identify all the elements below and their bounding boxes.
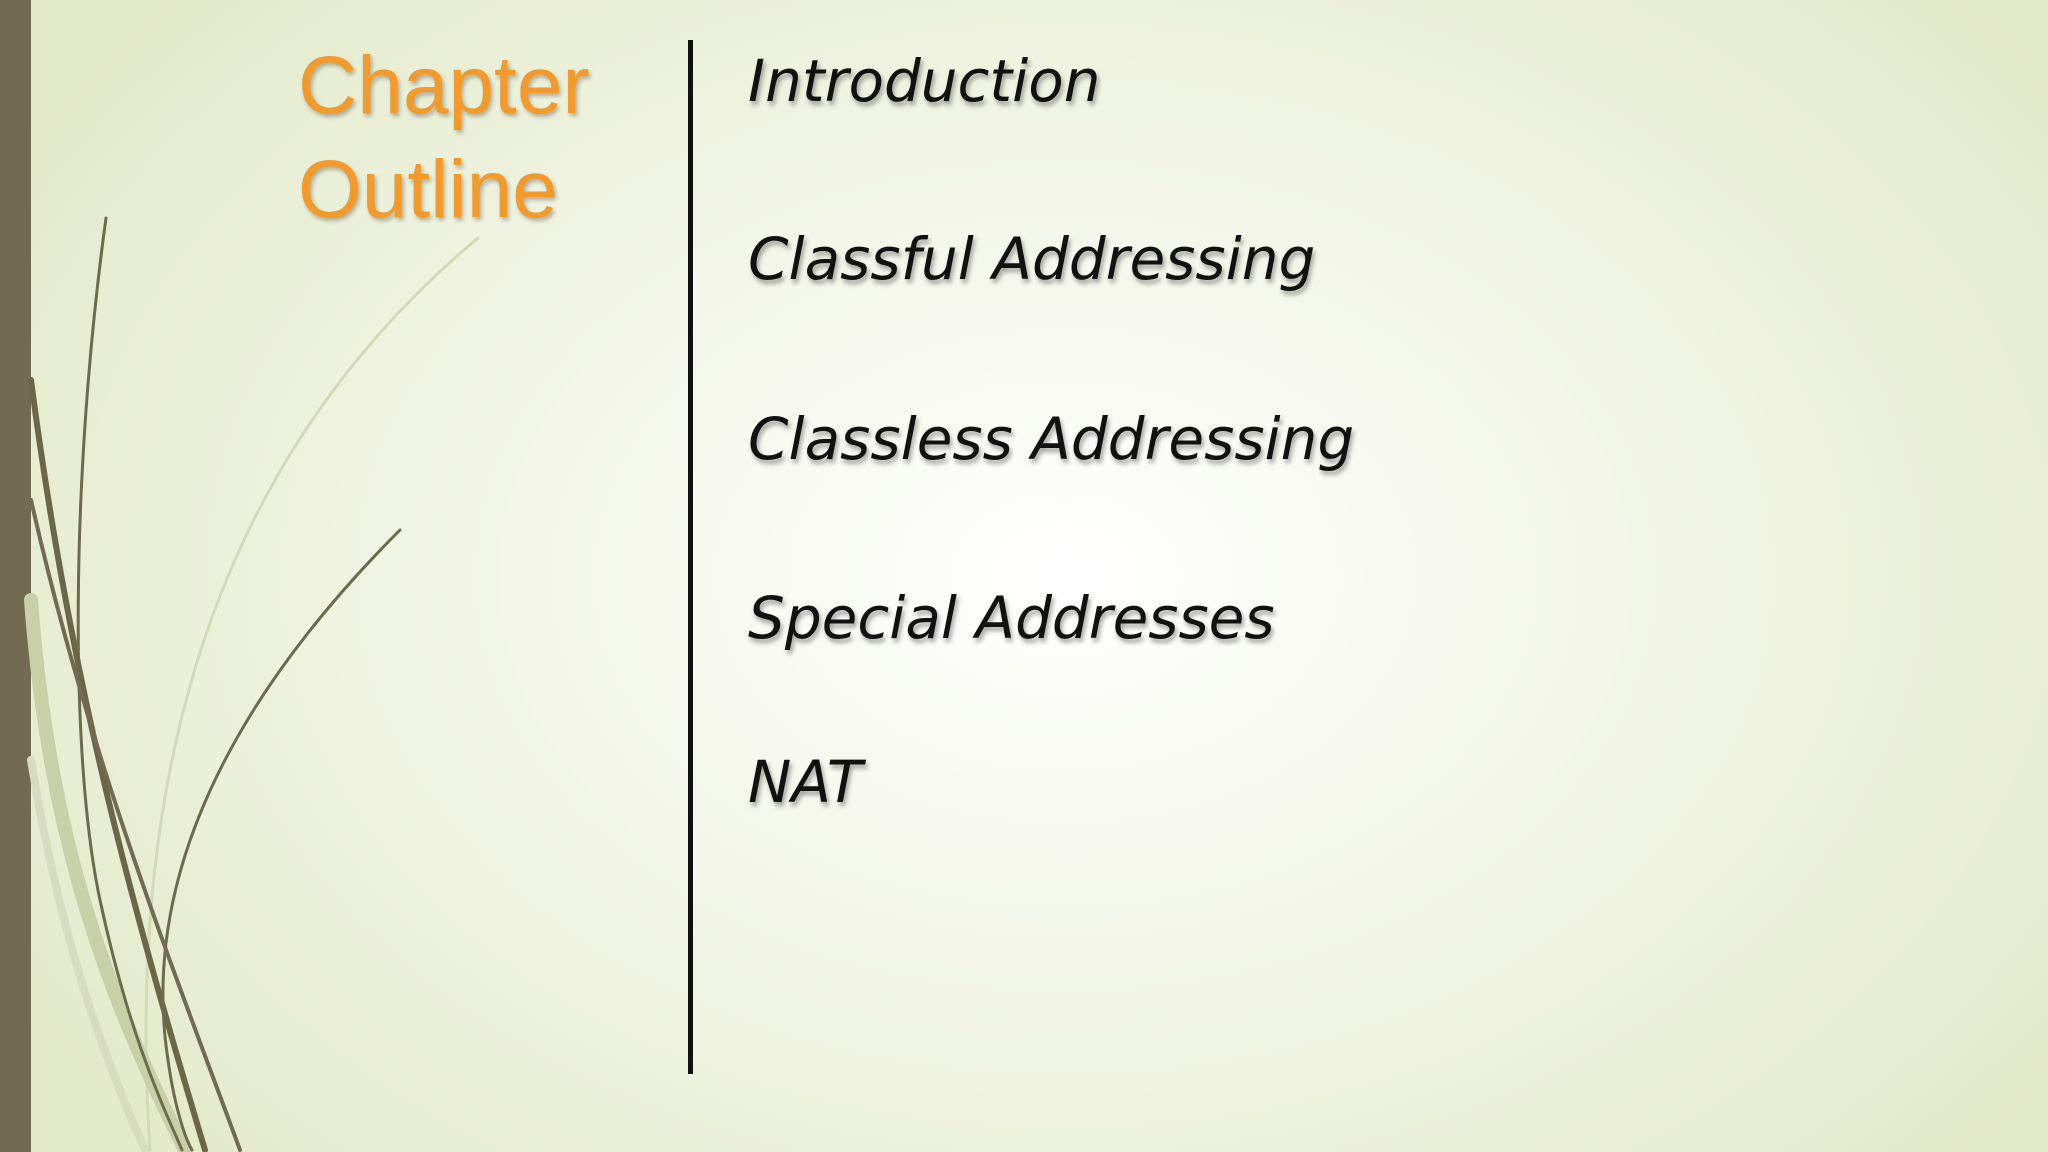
swoosh-dark-3: [161, 528, 402, 1152]
outline-item-special-addresses: Special Addresses: [748, 584, 1275, 652]
outline-item-classful-addressing: Classful Addressing: [748, 225, 1316, 293]
outline-item-nat: NAT: [748, 748, 863, 816]
swoosh-dark-2: [28, 377, 208, 1152]
swoosh-pale-1: [144, 236, 480, 1152]
outline-item-introduction: Introduction: [748, 47, 1101, 115]
swoosh-dark-4: [29, 498, 242, 1152]
swoosh-pale-3: [27, 756, 149, 1152]
left-accent-bar: [0, 0, 31, 1152]
vertical-divider: [688, 40, 693, 1074]
slide-title: Chapter Outline: [298, 34, 628, 242]
outline-item-classless-addressing: Classless Addressing: [748, 405, 1355, 473]
swoosh-dark-1: [76, 216, 184, 1152]
title-line-1: Chapter: [298, 40, 590, 131]
title-line-2: Outline: [298, 144, 558, 235]
